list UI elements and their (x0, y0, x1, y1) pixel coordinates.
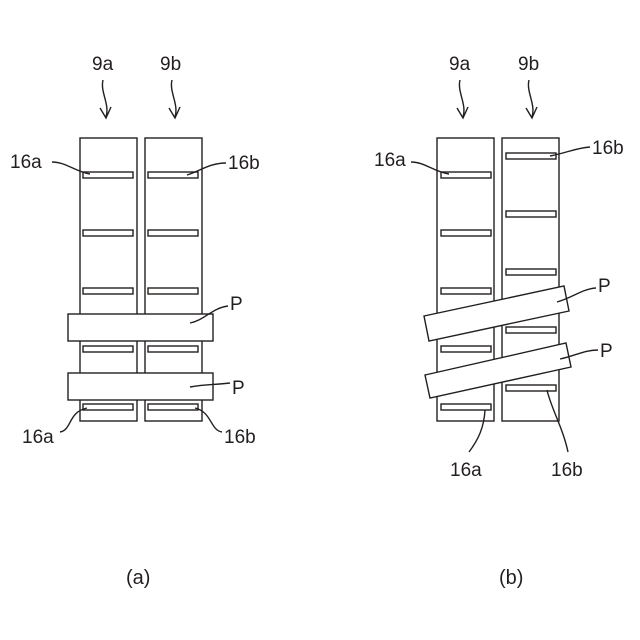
label-p-lower-b: P (600, 341, 613, 362)
label-p-upper-b: P (598, 276, 611, 297)
slot-16b-a-1 (148, 172, 198, 178)
label-p-lower-a: P (232, 378, 245, 399)
slot-16a-b-3 (441, 288, 491, 294)
label-16b-bottom-a: 16b (224, 427, 256, 448)
slot-16b-a-4 (148, 346, 198, 352)
panel-b: 9a 9b 16a 16b P P 16a 16b (b) (374, 54, 624, 589)
arrow-9b-a (171, 80, 176, 117)
slot-16a-a-1 (83, 172, 133, 178)
slot-16b-b-5 (506, 385, 556, 391)
arrow-9a-a (102, 80, 107, 117)
label-16b-top-a: 16b (228, 153, 260, 174)
label-p-upper-a: P (230, 294, 243, 315)
label-9b-b: 9b (518, 54, 539, 75)
slot-16b-b-4 (506, 327, 556, 333)
label-16b-top-b: 16b (592, 138, 624, 159)
label-16a-bottom-a: 16a (22, 427, 54, 448)
slot-16a-b-1 (441, 172, 491, 178)
slot-16b-a-3 (148, 288, 198, 294)
slot-16a-b-4 (441, 346, 491, 352)
slot-16b-b-1 (506, 153, 556, 159)
label-9a-b: 9a (449, 54, 471, 75)
slot-16a-a-5 (83, 404, 133, 410)
label-9b-a: 9b (160, 54, 181, 75)
slot-16a-b-5 (441, 404, 491, 410)
arrow-9a-b (459, 80, 464, 117)
plate-p-upper-a (68, 314, 213, 341)
arrowhead-9b-a (169, 107, 180, 118)
arrowhead-9b-b (526, 107, 537, 118)
slot-16a-a-2 (83, 230, 133, 236)
panel-a: 9a 9b 16a 16b P P 16a 16b (a) (10, 54, 260, 589)
slot-16a-a-3 (83, 288, 133, 294)
label-9a-a: 9a (92, 54, 114, 75)
arrowhead-9a-b (457, 107, 468, 118)
caption-b: (b) (499, 567, 523, 589)
slot-16b-b-3 (506, 269, 556, 275)
label-16b-bottom-b: 16b (551, 460, 583, 481)
caption-a: (a) (126, 567, 150, 589)
label-16a-bottom-b: 16a (450, 460, 482, 481)
arrowhead-9a-a (100, 107, 111, 118)
slot-16a-b-2 (441, 230, 491, 236)
slot-16b-a-5 (148, 404, 198, 410)
slot-16b-b-2 (506, 211, 556, 217)
arrow-9b-b (528, 80, 533, 117)
slot-16b-a-2 (148, 230, 198, 236)
label-16a-top-b: 16a (374, 150, 406, 171)
label-16a-top-a: 16a (10, 152, 42, 173)
slot-16a-a-4 (83, 346, 133, 352)
